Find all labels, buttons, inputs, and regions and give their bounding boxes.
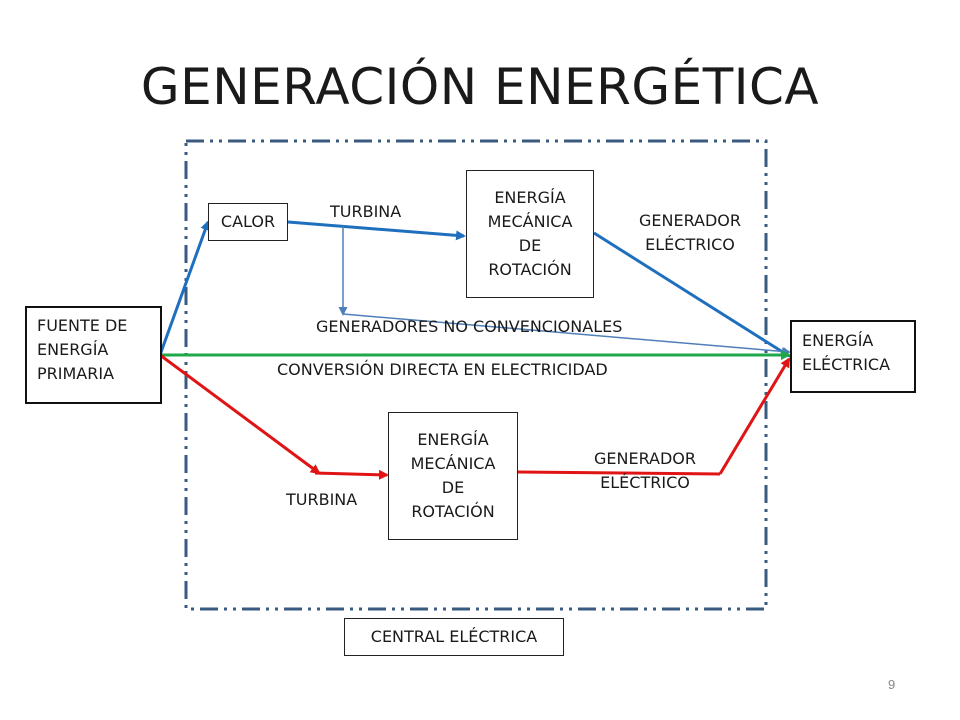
box-text-line: ROTACIÓN [488,260,572,279]
box-text: CENTRAL ELÉCTRICA [370,627,538,646]
box-text-line: MECÁNICA [487,212,573,231]
label-line: ELÉCTRICO [645,235,735,254]
box-text-line: ENERGÍA [802,331,874,350]
box-text-line: ENERGÍA [37,340,109,359]
generadores-no-convencionales-label: GENERADORES NO CONVENCIONALES [316,317,623,336]
energia-mecanica-top-box: ENERGÍA MECÁNICA DE ROTACIÓN [466,170,594,298]
energia-mecanica-bottom-box: ENERGÍA MECÁNICA DE ROTACIÓN [388,412,518,540]
box-text-line: FUENTE DE [37,316,128,335]
box-text-line: ENERGÍA [417,430,489,449]
energia-electrica-box: ENERGÍA ELÉCTRICA [790,320,916,393]
box-text-line: PRIMARIA [37,364,115,383]
page-number: 9 [888,677,896,692]
box-text-line: DE [441,478,465,497]
arrow-calor-to-mecanica [287,220,466,241]
generador-bottom-label: GENERADOR ELÉCTRICO [575,447,715,495]
arrow-generador-to-electrica [718,357,791,475]
box-text-line: ELÉCTRICA [802,355,891,374]
label-line: GENERADOR [593,449,697,468]
box-text-line: ENERGÍA [494,188,566,207]
arrow-fuente-to-turbina [159,353,321,475]
label-line: ELÉCTRICO [600,473,690,492]
conversion-directa-label: CONVERSIÓN DIRECTA EN ELECTRICIDAD [277,360,608,379]
box-text-line: MECÁNICA [410,454,496,473]
arrow-mecanica-to-electrica [593,231,791,358]
central-electrica-box: CENTRAL ELÉCTRICA [344,618,564,656]
arrow-turbina-to-mecanica [314,469,389,480]
box-text: CALOR [220,212,276,231]
arrow-fuente-to-calor [158,220,210,356]
arrow-mecanica-to-generador [517,470,721,476]
calor-box: CALOR [208,203,288,241]
label-line: GENERADOR [638,211,742,230]
fuente-energia-primaria-box: FUENTE DE ENERGÍA PRIMARIA [25,306,162,404]
arrow-noconv-to-electrica [342,313,791,356]
turbina-top-label: TURBINA [330,202,402,221]
box-text-line: ROTACIÓN [411,502,495,521]
box-text-line: DE [518,236,542,255]
page-title: GENERACIÓN ENERGÉTICA [140,58,820,116]
turbina-bottom-label: TURBINA [286,490,358,509]
generador-top-label: GENERADOR ELÉCTRICO [620,209,760,257]
